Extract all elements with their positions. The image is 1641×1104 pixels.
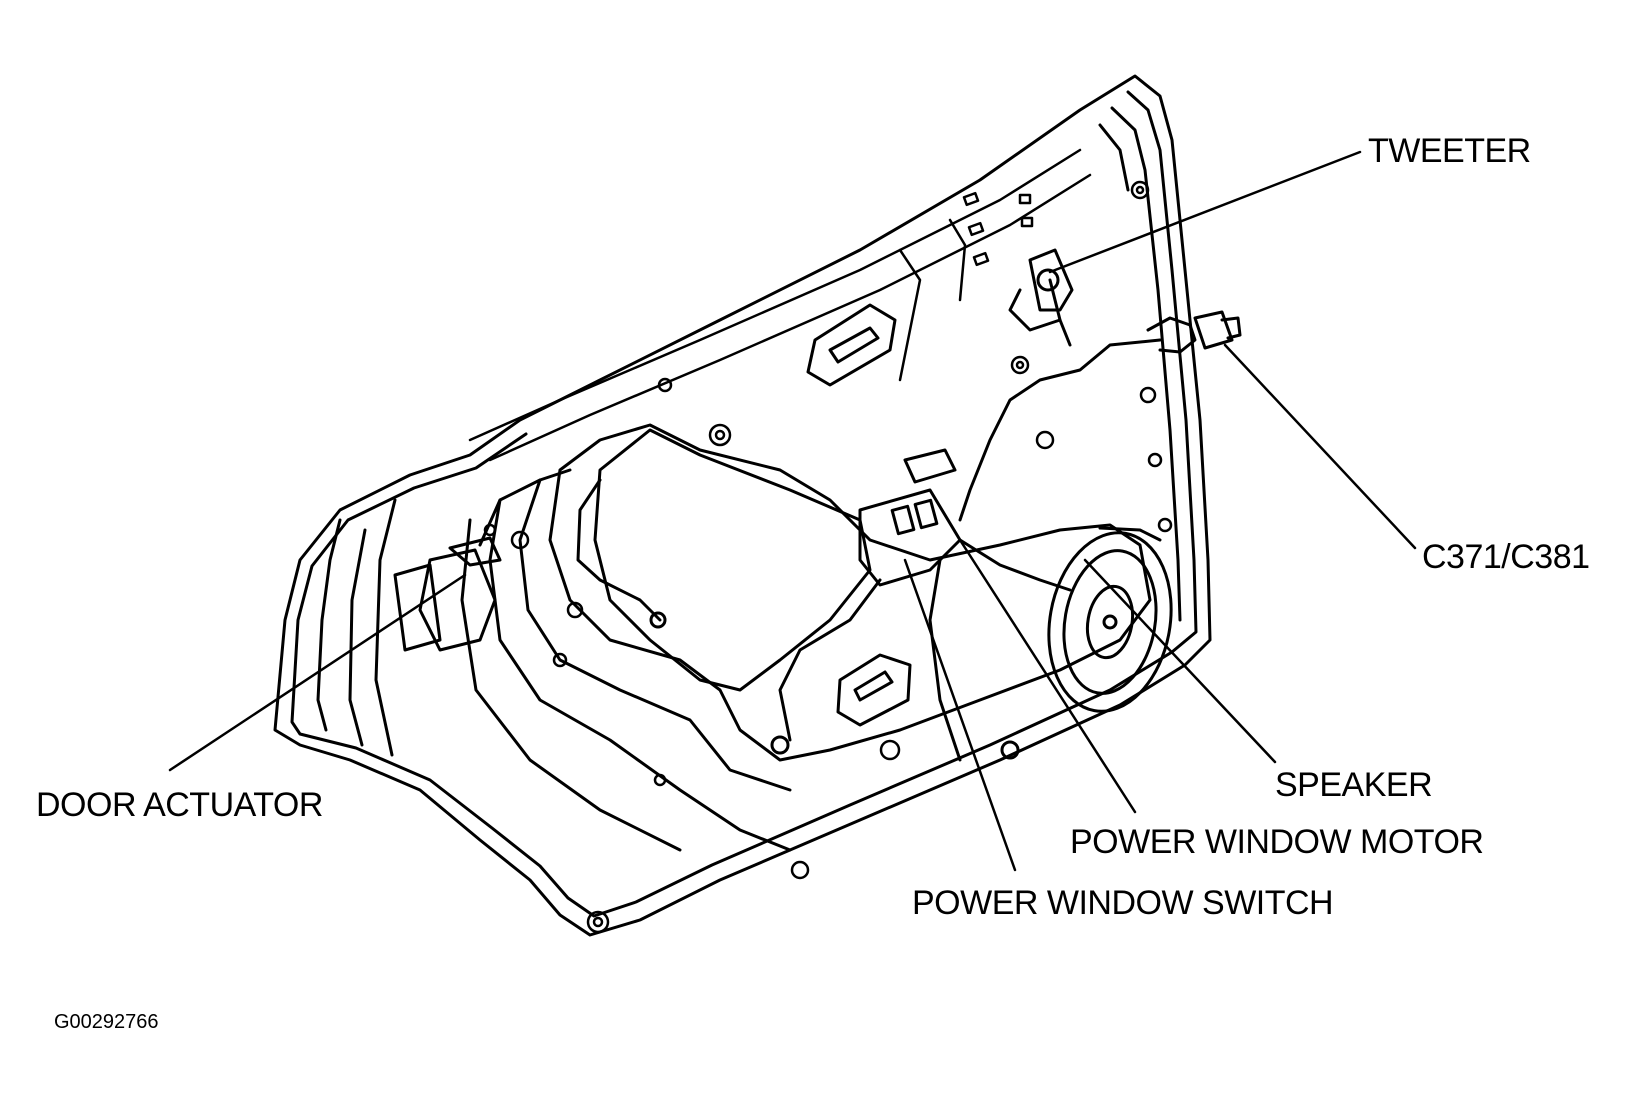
tweeter-leader — [1048, 150, 1362, 274]
door-actuator-label: DOOR ACTUATOR — [36, 786, 323, 824]
door-actuator-shape — [393, 536, 502, 652]
door-actuator-leader — [168, 573, 467, 772]
speaker-leader — [1083, 558, 1277, 764]
power-window-switch-leader — [903, 558, 1017, 872]
door-outer-shell — [273, 74, 1212, 937]
mounting-holes — [483, 180, 1173, 934]
connector-label: C371/C381 — [1422, 538, 1590, 576]
figure-id: G00292766 — [54, 1011, 159, 1033]
power-window-switch-label: POWER WINDOW SWITCH — [912, 884, 1334, 922]
connector-shape — [1146, 310, 1242, 354]
door-handle-recess — [806, 303, 897, 387]
tweeter-label: TWEETER — [1368, 132, 1531, 170]
connector-leader — [1223, 343, 1417, 550]
speaker-label: SPEAKER — [1275, 766, 1433, 804]
power-window-motor-label: POWER WINDOW MOTOR — [1070, 823, 1484, 861]
speaker-shape — [1047, 531, 1173, 713]
power-window-motor-leader — [958, 538, 1137, 814]
inner-panel-opening — [460, 423, 1152, 852]
tweeter-shape — [1008, 248, 1074, 332]
lower-pocket — [836, 653, 912, 727]
window-motor-body — [593, 428, 872, 692]
window-switch-shape — [858, 448, 962, 587]
callout-leaders — [168, 150, 1417, 872]
wiring-harness — [478, 278, 1162, 762]
upper-structure — [468, 148, 1092, 462]
